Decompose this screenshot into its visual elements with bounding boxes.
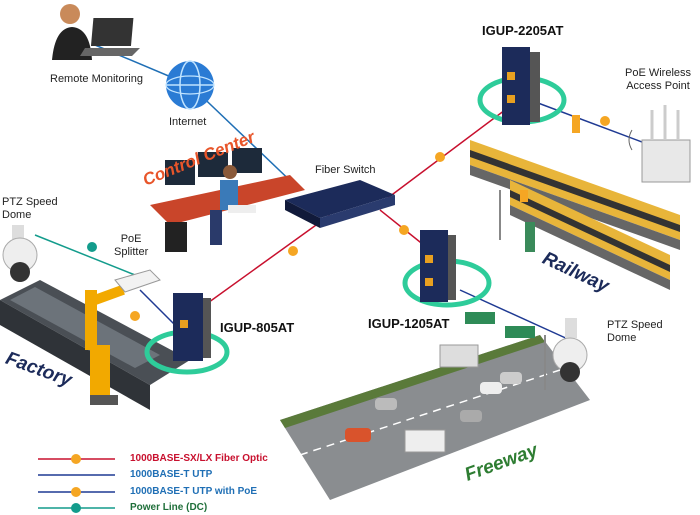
igup-805at-device xyxy=(173,293,211,361)
ptz-left-line2: Dome xyxy=(2,209,32,221)
poe-line xyxy=(529,99,651,146)
rv xyxy=(404,429,446,453)
poe-badge xyxy=(130,311,140,321)
ptz-right-label: PTZ Speed Dome xyxy=(607,319,663,345)
road-sign xyxy=(465,312,495,324)
road-sign xyxy=(505,326,535,338)
legend-poe-label: 1000BASE-T UTP with PoE xyxy=(130,486,258,497)
poe-splitter-device xyxy=(114,269,161,293)
fiber-badge xyxy=(435,152,445,162)
internet-globe-icon xyxy=(165,60,215,110)
splitter-line1: PoE xyxy=(120,233,142,245)
fiber-switch-label: Fiber Switch xyxy=(315,164,376,176)
truck xyxy=(439,344,479,368)
dc-line xyxy=(34,234,136,276)
ap-label-line1: PoE Wireless xyxy=(625,67,692,79)
poe-badge xyxy=(600,116,610,126)
legend-fiber-swatch xyxy=(38,454,115,464)
ap-label-line2: Access Point xyxy=(626,80,690,92)
car xyxy=(500,372,522,384)
car xyxy=(375,398,397,410)
legend-dc-label: Power Line (DC) xyxy=(130,502,208,513)
wireless-access-point xyxy=(628,105,691,183)
utp-line xyxy=(189,84,301,191)
fiber-switch-device xyxy=(285,180,395,228)
legend-utp-label: 1000BASE-T UTP xyxy=(130,469,213,480)
control-center-workstation xyxy=(150,148,305,252)
ptz-left-label: PTZ Speed Dome xyxy=(2,196,58,222)
fiber-badge xyxy=(288,246,298,256)
remote-monitoring-person xyxy=(52,4,140,60)
remote-monitoring-label: Remote Monitoring xyxy=(50,73,143,85)
ptz-right-line1: PTZ Speed xyxy=(607,319,663,331)
ptz-dome-camera-right xyxy=(552,318,588,382)
ptz-dome-camera-left xyxy=(2,225,38,282)
igup-1205at-device xyxy=(420,230,456,302)
car xyxy=(345,428,371,442)
fiber-line xyxy=(204,214,331,306)
train-lower xyxy=(510,180,670,290)
legend-poe-swatch xyxy=(38,487,115,497)
fiber-line xyxy=(384,109,506,201)
legend-fiber-label: 1000BASE-SX/LX Fiber Optic xyxy=(130,453,268,464)
poe-splitter-label: PoE Splitter xyxy=(114,233,148,259)
legend-dc-swatch xyxy=(38,503,115,513)
ptz-right-line2: Dome xyxy=(607,332,637,344)
freeway-road xyxy=(280,335,590,500)
poe-wireless-ap-label: PoE Wireless Access Point xyxy=(625,67,691,93)
robot-arm xyxy=(85,285,125,405)
igup-805at-label: IGUP-805AT xyxy=(220,320,295,335)
car xyxy=(460,410,482,422)
internet-label: Internet xyxy=(169,116,207,128)
dc-badge xyxy=(87,242,97,252)
ptz-left-line1: PTZ Speed xyxy=(2,196,58,208)
igup-2205at-device xyxy=(502,47,540,125)
car xyxy=(480,382,502,394)
igup-2205at-label: IGUP-2205AT xyxy=(482,23,564,38)
fiber-badge xyxy=(399,225,409,235)
splitter-line2: Splitter xyxy=(114,246,149,258)
igup-1205at-label: IGUP-1205AT xyxy=(368,316,450,331)
